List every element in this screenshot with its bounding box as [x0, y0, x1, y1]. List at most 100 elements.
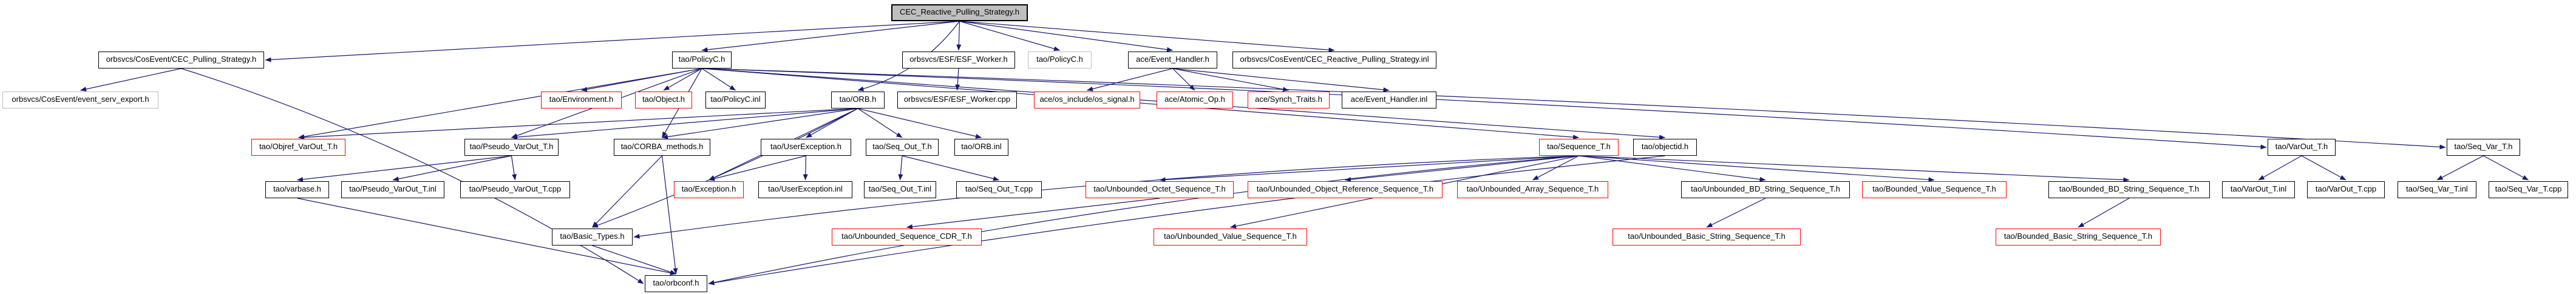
graph-node-pseudo-varout-cpp[interactable]: tao/Pseudo_VarOut_T.cpp — [460, 181, 570, 198]
edge-basic-types-to-orbconf — [592, 245, 676, 275]
graph-node-event-handler[interactable]: ace/Event_Handler.h — [1128, 52, 1217, 68]
edge-objectid-to-orbconf — [708, 155, 1665, 286]
graph-node-varout-inl[interactable]: tao/VarOut_T.inl — [2222, 181, 2295, 198]
edge-unb-bd-string-to-unb-basic-string — [1706, 198, 1766, 228]
edge-seq-var-to-seq-var-cpp — [2483, 155, 2529, 181]
edge-pseudo-varout-to-pseudo-varout-cpp — [511, 155, 517, 181]
graph-node-object[interactable]: tao/Object.h — [635, 92, 692, 109]
edge-event-handler-to-event-handler-inl — [1172, 68, 1390, 93]
graph-node-exception[interactable]: tao/Exception.h — [674, 181, 744, 198]
graph-node-basic-types[interactable]: tao/Basic_Types.h — [552, 229, 633, 246]
edge-varout-to-varout-cpp — [2301, 155, 2347, 181]
edge-policyc-to-object — [663, 68, 702, 91]
edge-sequence-t-to-orbconf — [708, 155, 1579, 285]
graph-node-orb[interactable]: tao/ORB.h — [831, 92, 885, 109]
graph-node-esf-worker[interactable]: orbsvcs/ESF/ESF_Worker.h — [902, 52, 1015, 68]
graph-node-cec-pulling[interactable]: orbsvcs/CosEvent/CEC_Pulling_Strategy.h — [98, 52, 264, 68]
edge-orb-to-pseudo-varout — [511, 108, 858, 140]
edge-root-to-policyc — [701, 21, 960, 52]
edge-root-to-esf-worker — [956, 21, 962, 51]
edge-userexception-to-exception — [709, 155, 806, 181]
graph-node-event-serv-export: orbsvcs/CosEvent/event_serv_export.h — [2, 92, 158, 109]
graph-node-seq-var-cpp[interactable]: tao/Seq_Var_T.cpp — [2489, 181, 2568, 198]
graph-node-policyc-dup: tao/PolicyC.h — [1028, 52, 1092, 68]
graph-node-policyc-inl[interactable]: tao/PolicyC.inl — [705, 92, 766, 109]
edge-sequence-t-to-bnd-value — [1579, 155, 1935, 182]
edge-root-to-cec-reactive-inl — [959, 21, 1335, 53]
graph-node-os-signal[interactable]: ace/os_include/os_signal.h — [1034, 92, 1140, 109]
graph-node-event-handler-inl[interactable]: ace/Event_Handler.inl — [1342, 92, 1436, 109]
edge-cec-pulling-to-event-serv-export — [80, 68, 182, 92]
graph-node-unb-octet[interactable]: tao/Unbounded_Octet_Sequence_T.h — [1086, 181, 1234, 198]
edge-seq-out-to-seq-out-cpp — [902, 155, 999, 181]
edge-seq-out-to-seq-out-inl — [898, 155, 903, 181]
graph-node-cec-reactive-inl[interactable]: orbsvcs/CosEvent/CEC_Reactive_Pulling_St… — [1232, 52, 1436, 68]
edge-event-handler-to-synch-traits — [1172, 68, 1289, 92]
edge-orb-to-corba-methods — [662, 108, 858, 139]
graph-node-policyc[interactable]: tao/PolicyC.h — [672, 52, 732, 68]
edge-orb-to-objref-varout — [298, 108, 858, 140]
graph-node-unb-basic-string[interactable]: tao/Unbounded_Basic_String_Sequence_T.h — [1613, 229, 1801, 246]
edge-policyc-to-seq-var — [701, 68, 2446, 150]
graph-node-environment[interactable]: tao/Environment.h — [541, 92, 622, 109]
graph-node-userexception[interactable]: tao/UserException.h — [761, 139, 851, 156]
graph-node-objectid[interactable]: tao/objectid.h — [1633, 139, 1697, 156]
graph-node-sequence-t[interactable]: tao/Sequence_T.h — [1539, 139, 1619, 156]
graph-node-unb-array[interactable]: tao/Unbounded_Array_Sequence_T.h — [1457, 181, 1608, 198]
graph-node-root: CEC_Reactive_Pulling_Strategy.h — [891, 4, 1028, 21]
graph-node-seq-out[interactable]: tao/Seq_Out_T.h — [866, 139, 939, 156]
graph-node-unb-value[interactable]: tao/Unbounded_Value_Sequence_T.h — [1154, 229, 1307, 246]
edge-bnd-bd-string-to-bnd-basic-string — [2078, 198, 2130, 228]
edge-policyc-to-sequence-t — [701, 68, 1579, 140]
edge-orb-to-orb-inl — [857, 108, 982, 139]
edge-event-handler-to-atomic-op — [1172, 68, 1195, 91]
edge-sequence-t-to-unb-array — [1532, 155, 1579, 181]
graph-node-synch-traits[interactable]: ace/Synch_Traits.h — [1248, 92, 1330, 109]
edge-orb-to-basic-types — [592, 108, 858, 228]
graph-node-userexception-inl[interactable]: tao/UserException.inl — [758, 181, 852, 198]
graph-node-pseudo-varout-inl[interactable]: tao/Pseudo_VarOut_T.inl — [341, 181, 444, 198]
edge-corba-methods-to-basic-types — [592, 155, 662, 228]
edge-sequence-t-to-unb-bd-string — [1579, 155, 1766, 182]
edge-root-to-cec-pulling — [265, 21, 960, 62]
graph-node-varout[interactable]: tao/VarOut_T.h — [2268, 139, 2336, 156]
graph-node-seq-out-cpp[interactable]: tao/Seq_Out_T.cpp — [956, 181, 1042, 198]
graph-node-unb-objref[interactable]: tao/Unbounded_Object_Reference_Sequence_… — [1248, 181, 1443, 198]
graph-node-orbconf[interactable]: tao/orbconf.h — [645, 275, 707, 292]
edge-policyc-to-objref-varout — [298, 68, 702, 139]
edge-sequence-t-to-unb-objref — [1345, 155, 1579, 182]
graph-node-objref-varout[interactable]: tao/Objref_VarOut_T.h — [251, 139, 345, 156]
edge-orb-to-seq-out — [857, 108, 903, 138]
graph-node-pseudo-varout[interactable]: tao/Pseudo_VarOut_T.h — [464, 139, 559, 156]
edge-sequence-t-to-unb-octet — [1159, 155, 1579, 182]
graph-node-seq-out-inl[interactable]: tao/Seq_Out_T.inl — [864, 181, 936, 198]
graph-node-seq-var[interactable]: tao/Seq_Var_T.h — [2447, 139, 2520, 156]
graph-node-corba-methods[interactable]: tao/CORBA_methods.h — [614, 139, 710, 156]
edge-seq-var-to-seq-var-inl — [2436, 155, 2484, 181]
edge-varout-to-varout-inl — [2258, 155, 2302, 181]
edge-varbase-to-orbconf — [297, 198, 676, 276]
edge-policyc-to-policyc-inl — [701, 68, 736, 91]
graph-node-bnd-basic-string[interactable]: tao/Bounded_Basic_String_Sequence_T.h — [1996, 229, 2161, 246]
edge-root-to-policyc-dup — [959, 21, 1060, 52]
edge-pseudo-varout-to-varbase — [297, 155, 512, 182]
edge-pseudo-varout-to-pseudo-varout-inl — [392, 155, 512, 182]
edge-unb-octet-to-unb-seq-cdr — [906, 198, 1160, 229]
graph-node-esf-worker-cpp[interactable]: orbsvcs/ESF/ESF_Worker.cpp — [897, 92, 1017, 109]
graph-node-orb-inl[interactable]: tao/ORB.inl — [954, 139, 1008, 156]
graph-node-unb-bd-string[interactable]: tao/Unbounded_BD_String_Sequence_T.h — [1681, 181, 1850, 198]
edge-root-to-event-handler — [959, 21, 1173, 52]
graph-node-bnd-value[interactable]: tao/Bounded_Value_Sequence_T.h — [1862, 181, 2007, 198]
edge-corba-methods-to-orbconf — [661, 155, 678, 275]
edge-policyc-to-varout — [701, 68, 2267, 150]
graph-node-unb-seq-cdr[interactable]: tao/Unbounded_Sequence_CDR_T.h — [832, 229, 982, 246]
graph-node-atomic-op[interactable]: ace/Atomic_Op.h — [1157, 92, 1233, 109]
graph-node-seq-var-inl[interactable]: tao/Seq_Var_T.inl — [2398, 181, 2476, 198]
edge-esf-worker-to-esf-worker-cpp — [955, 68, 960, 91]
graph-node-varbase[interactable]: tao/varbase.h — [265, 181, 329, 198]
graph-node-bnd-bd-string[interactable]: tao/Bounded_BD_String_Sequence_T.h — [2048, 181, 2210, 198]
graph-node-varout-cpp[interactable]: tao/VarOut_T.cpp — [2307, 181, 2385, 198]
edge-event-handler-to-os-signal — [1087, 68, 1173, 92]
